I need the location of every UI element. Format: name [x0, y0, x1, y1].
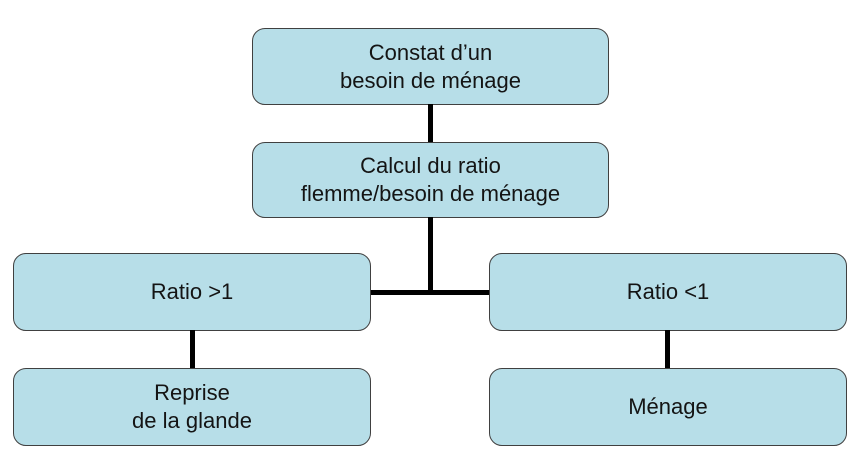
- node-ratio-gt1-label: Ratio >1: [150, 279, 234, 304]
- node-menage-label: Ménage: [628, 394, 708, 419]
- node-constat-besoin-menage: Constat d’un besoin de ménage: [252, 28, 609, 105]
- connector-constat-to-calcul: [428, 104, 433, 143]
- node-constat-label: Constat d’un besoin de ménage: [339, 39, 522, 93]
- node-calcul-ratio: Calcul du ratio flemme/besoin de ménage: [252, 142, 609, 218]
- node-reprise-glande: Reprise de la glande: [13, 368, 371, 446]
- node-menage: Ménage: [489, 368, 847, 446]
- node-reprise-label: Reprise de la glande: [132, 380, 252, 433]
- node-ratio-less-than-1: Ratio <1: [489, 253, 847, 331]
- node-calcul-label: Calcul du ratio flemme/besoin de ménage: [300, 153, 561, 206]
- connector-lt1-to-menage: [665, 330, 670, 369]
- connector-calcul-to-branch: [428, 217, 433, 295]
- connector-gt1-to-reprise: [190, 330, 195, 369]
- connector-branch-horizontal: [371, 290, 489, 295]
- node-ratio-greater-than-1: Ratio >1: [13, 253, 371, 331]
- node-ratio-lt1-label: Ratio <1: [626, 279, 710, 304]
